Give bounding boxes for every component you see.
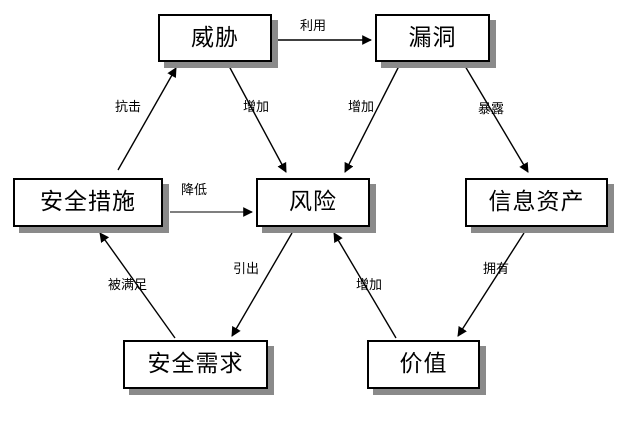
edge-label-vulnerability-increases-risk: 增加 bbox=[348, 100, 375, 115]
node-threat[interactable]: 威胁 bbox=[158, 14, 272, 62]
node-asset-label: 信息资产 bbox=[488, 189, 585, 215]
node-value[interactable]: 价值 bbox=[367, 340, 480, 389]
node-risk[interactable]: 风险 bbox=[256, 178, 370, 227]
edge-label-safeguard-counters-threat: 抗击 bbox=[115, 100, 142, 115]
edge-label-threat-exploits-vulnerability: 利用 bbox=[300, 19, 327, 34]
edge-label-requirement-satisfied-by-safeguard: 被满足 bbox=[108, 278, 148, 293]
edge-threat-increases-risk bbox=[228, 65, 287, 173]
edge-label-risk-derives-requirement: 引出 bbox=[233, 262, 260, 277]
edge-risk-derives-requirement bbox=[231, 232, 293, 337]
node-asset[interactable]: 信息资产 bbox=[465, 178, 608, 227]
node-safeguard[interactable]: 安全措施 bbox=[13, 178, 163, 227]
node-requirement[interactable]: 安全需求 bbox=[123, 340, 268, 389]
edge-value-increases-risk bbox=[333, 232, 397, 339]
node-safeguard-label: 安全措施 bbox=[40, 189, 136, 215]
edge-safeguard-counters-threat bbox=[117, 67, 177, 171]
edge-label-vulnerability-exposes-asset: 暴露 bbox=[478, 102, 505, 117]
edge-asset-owns-value bbox=[457, 232, 525, 337]
node-threat-label: 威胁 bbox=[191, 24, 239, 51]
node-risk-label: 风险 bbox=[289, 189, 337, 215]
edge-label-safeguard-reduces-risk: 降低 bbox=[181, 183, 208, 198]
edge-vulnerability-increases-risk bbox=[344, 65, 400, 173]
node-value-label: 价值 bbox=[399, 351, 448, 377]
edge-requirement-satisfied-by-safeguard bbox=[99, 232, 176, 339]
edge-vulnerability-exposes-asset bbox=[464, 65, 529, 173]
edge-label-threat-increases-risk: 增加 bbox=[243, 100, 270, 115]
edge-label-asset-owns-value: 拥有 bbox=[483, 262, 510, 277]
node-requirement-label: 安全需求 bbox=[147, 351, 244, 377]
edge-label-value-increases-risk: 增加 bbox=[356, 278, 383, 293]
node-vulnerability-label: 漏洞 bbox=[408, 24, 457, 51]
node-vulnerability[interactable]: 漏洞 bbox=[375, 14, 490, 62]
